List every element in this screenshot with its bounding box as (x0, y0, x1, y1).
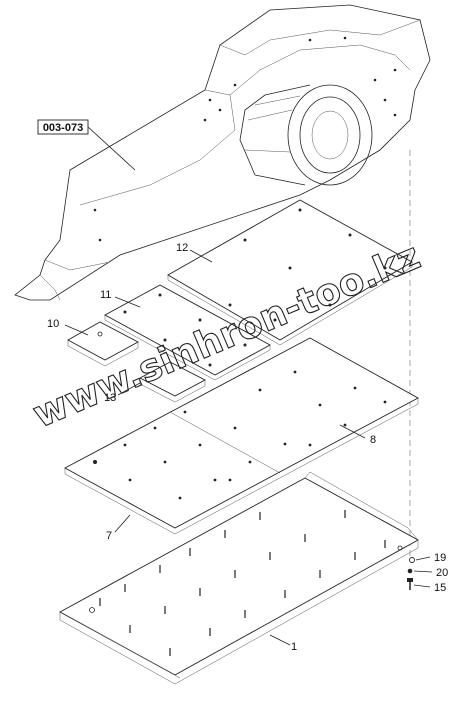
callout-numbers: 12 11 10 13 8 7 1 19 20 15 (47, 242, 448, 653)
machine-frame (14, 4, 431, 560)
leader-lines (64, 249, 433, 646)
fastener-hardware (407, 557, 415, 590)
callout-19: 19 (434, 552, 446, 564)
callout-10: 10 (47, 318, 59, 330)
callout-20: 20 (436, 567, 448, 579)
callout-11: 11 (100, 289, 111, 301)
plate-7-8 (64, 337, 419, 535)
plate-11 (104, 284, 271, 381)
frame-bolt-holes (93, 36, 397, 242)
callout-12: 12 (176, 242, 188, 254)
callout-15: 15 (434, 582, 446, 594)
callout-13: 13 (104, 392, 116, 404)
callout-8: 8 (370, 434, 376, 446)
callout-1: 1 (291, 641, 297, 653)
reference-label: 003-073 (43, 122, 83, 134)
reference-box: 003-073 (37, 119, 136, 171)
drive-hub (239, 84, 373, 186)
callout-7: 7 (106, 530, 112, 542)
plate-12 (167, 199, 413, 346)
plate-13 (139, 361, 206, 403)
plate-10 (67, 321, 139, 367)
tray-1 (59, 471, 419, 685)
